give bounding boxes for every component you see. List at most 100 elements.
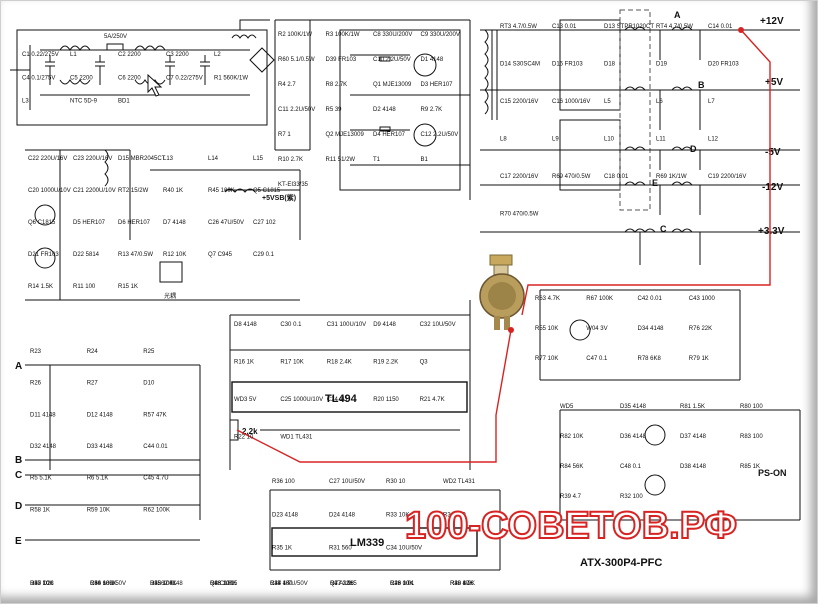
component-label: R24 [87,349,99,355]
component-label: C47 0.1 [586,356,608,362]
component-label: R5 39 [326,107,343,113]
component-label: R2 100K/1W [278,32,312,38]
component-label: Q8 C1815 [210,581,238,587]
component-label: R50 10K [30,581,53,587]
component-label: C29 0.1 [253,252,275,258]
component-label: R55 10K [535,326,558,332]
component-label: R28 10K [450,581,473,587]
fuse [106,43,124,51]
component-label: R25 [143,349,155,355]
component-label: C5 2200 [70,75,93,81]
tl494-chip [231,381,468,413]
component-label: L7 [708,99,715,105]
component-label: R58 1K [30,507,50,513]
potentiometer [479,254,525,333]
component-label: R26 [30,381,42,387]
component-label: C22 220U/16V [28,156,67,162]
component-label: C3 2200 [166,52,189,58]
fuse-label: 5A/250V [104,34,127,40]
component-label: D20 FR103 [708,62,739,68]
component-label: D38 4148 [680,464,707,470]
protection-inputs: A B C D E [15,361,201,547]
component-label: R18 2.4K [327,360,352,366]
transistor-q7 [34,204,56,226]
component-label: C4 0.1/275V [22,75,55,81]
component-label: C17 2200/16V [500,174,538,180]
lm339-chip [271,527,478,557]
transistor-q6 [569,319,591,341]
component-label: B1 [421,157,429,163]
component-label: RT4 4.7/0.5W [656,24,693,30]
input-a-label: A [15,361,22,372]
component-label: R80 100 [740,404,763,410]
component-label: R11 51/2W [326,157,356,163]
component-label: R12 10K [163,252,186,258]
component-label: C13 0.01 [552,24,577,30]
component-label: C31 100U/10V [327,322,366,328]
component-label: KT-EI33/35 [278,182,309,188]
component-label: C23 220U/16V [73,156,112,162]
component-label: R34 680 [443,512,466,518]
lm339-section: LM339 [269,489,501,571]
component-label: D27 D28 [30,581,54,587]
component-label: C6 2200 [118,75,141,81]
component-label: D5 HER107 [73,220,106,226]
component-label: R10 2.7K [278,157,303,163]
component-label: C42 0.01 [638,296,663,302]
component-label: D19 [656,62,668,68]
component-label: R77 10K [535,356,558,362]
component-label: D6 HER107 [118,220,151,226]
standby-supply: +5VSB(紫) 光耦 [25,149,301,301]
transistor-q1 [413,53,437,77]
component-label: L1 [70,52,77,58]
component-label: R35 1K [272,546,292,552]
component-label: D18 [604,62,616,68]
component-label: R30 10 [386,479,406,485]
component-label: R43 10 [30,581,50,587]
component-label: D37 4148 [680,434,707,440]
component-label: C27 10U/50V [329,479,365,485]
component-label: R85 1K [740,464,760,470]
component-label: C12 2.2U/50V [421,132,459,138]
component-label: R67 100K [586,296,613,302]
component-label: R78 6K8 [638,356,662,362]
component-label: R33 10K [386,512,409,518]
component-label: D15 MBR2045CT [118,156,166,162]
component-label: R27 [87,381,99,387]
input-b-label: B [15,455,22,466]
component-label: R21 4.7K [420,397,445,403]
component-label: R26 10K [390,581,413,587]
component-label: R28 10K [390,581,413,587]
rail-letter-e: E [652,178,658,188]
component-label: D22 5814 [73,252,100,258]
component-label: R45 100K [150,581,177,587]
component-label: C20 1000U/10V [28,188,71,194]
component-label: R11 100 [73,284,96,290]
component-label: R23 10K [210,581,233,587]
rail-letter-d: D [690,144,697,154]
component-label: D23 4148 [272,512,299,518]
component-label: C14 0.01 [708,24,733,30]
component-label: R59 10K [87,507,110,513]
component-label: C43 1000 [689,296,716,302]
component-label: L15 [253,156,264,162]
component-label: C50 10U/50V [90,581,126,587]
component-label: T1 [373,157,381,163]
component-label: D7 4148 [163,220,186,226]
rail-letter-c: C [660,224,667,234]
component-label: L12 [708,137,719,143]
transformer-b2 [104,149,109,187]
component-label: R57 47K [143,412,166,418]
component-label: Q1 MJE13009 [373,82,412,88]
component-label: R60 5.1/0.5W [278,57,315,63]
component-label: D21 FR103 [28,252,59,258]
component-label: L11 [656,137,666,143]
component-label: L10 [604,137,615,143]
component-label: R39 4.7 [560,494,582,500]
component-label: R16 1K [234,360,254,366]
component-label: C27 102 [253,220,276,226]
component-label: R4 2.7 [278,82,296,88]
component-label: R36 100 [272,479,295,485]
input-d-label: D [15,501,22,512]
